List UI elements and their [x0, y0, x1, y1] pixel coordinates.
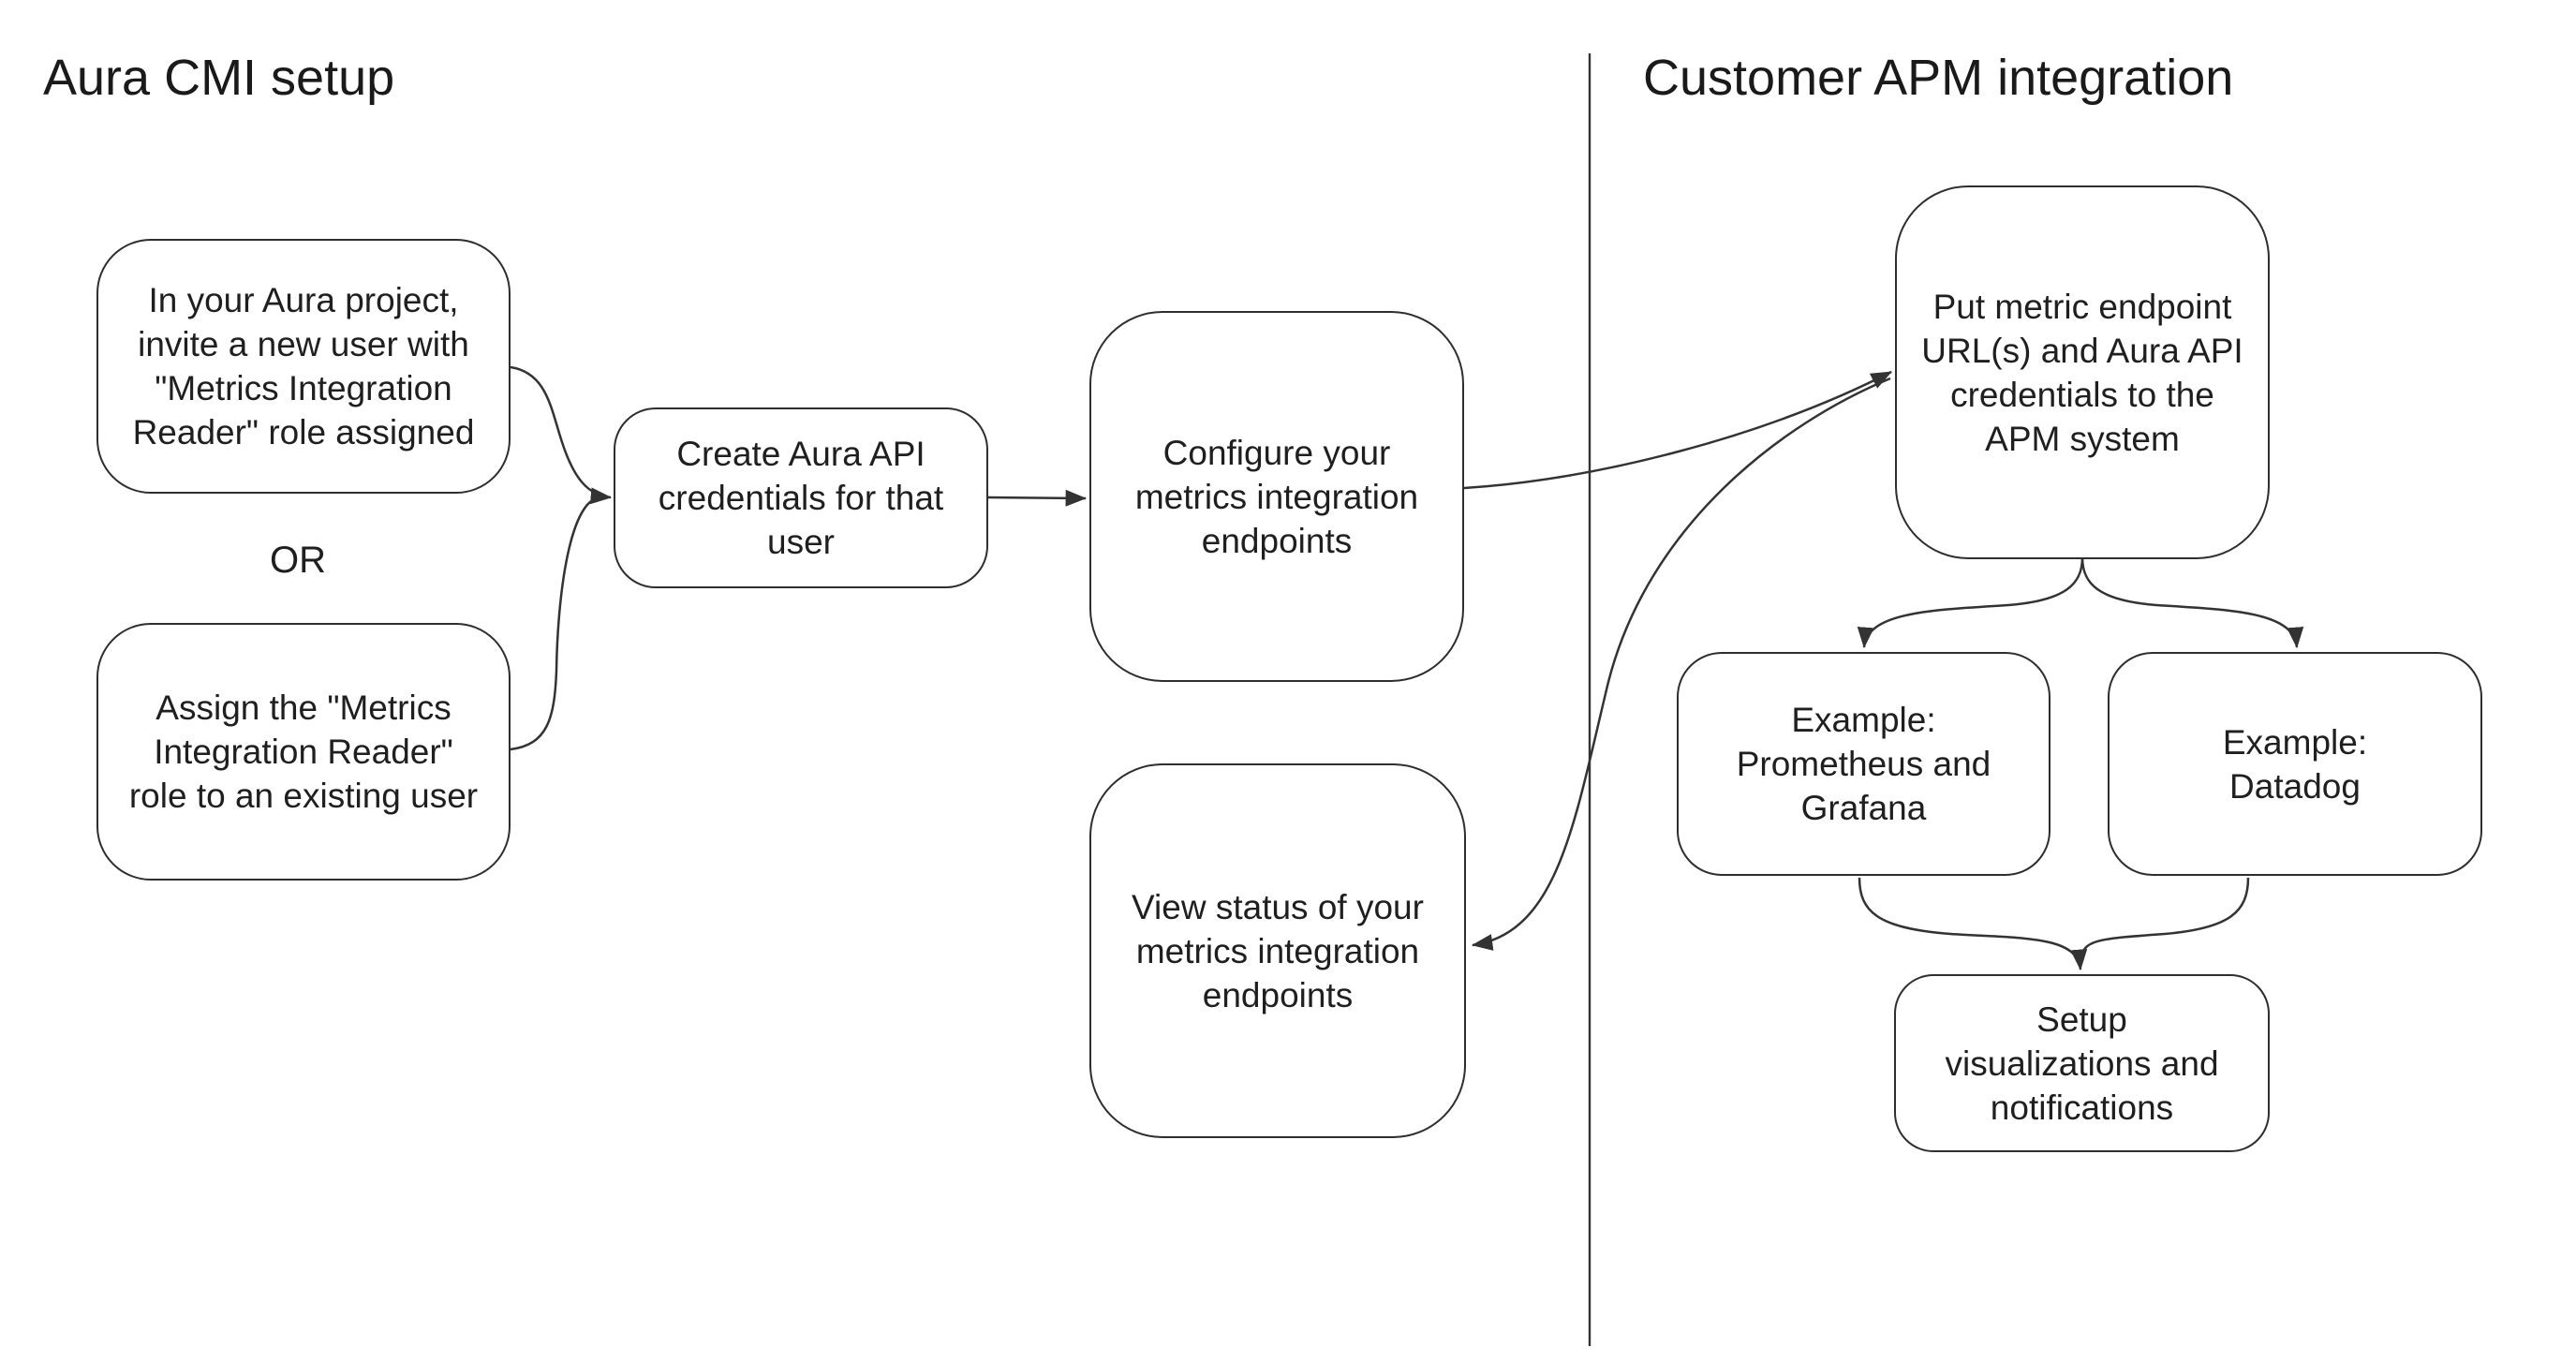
- connector-put-to-view-status: [1471, 377, 1891, 951]
- node-create-credentials-label: Create Aura API credentials for that use…: [658, 435, 944, 561]
- node-setup-visualizations: Setup visualizations and notifications: [1894, 974, 2270, 1152]
- node-setup-visualizations-label: Setup visualizations and notifications: [1945, 999, 2219, 1127]
- connector-configure-to-put: [1463, 370, 1893, 490]
- node-configure-endpoints-label: Configure your metrics integration endpo…: [1134, 433, 1419, 560]
- connector-put-to-datadog: [2080, 556, 2304, 649]
- node-view-status-label: View status of your metrics integration …: [1132, 887, 1424, 1014]
- node-configure-endpoints: Configure your metrics integration endpo…: [1089, 311, 1464, 682]
- node-create-credentials: Create Aura API credentials for that use…: [614, 407, 988, 588]
- node-example-prometheus: Example: Prometheus and Grafana: [1677, 652, 2050, 876]
- connector-create-to-configure: [987, 489, 1088, 507]
- right-section-title: Customer APM integration: [1643, 50, 2234, 106]
- node-assign-existing-user: Assign the "Metrics Integration Reader" …: [96, 623, 511, 881]
- left-section-title: Aura CMI setup: [43, 50, 395, 106]
- connector-invite-to-create: [510, 365, 613, 505]
- node-example-datadog-label: Example: Datadog: [2222, 722, 2368, 806]
- node-invite-new-user: In your Aura project, invite a new user …: [96, 239, 511, 494]
- node-example-datadog: Example: Datadog: [2108, 652, 2482, 876]
- node-assign-existing-user-label: Assign the "Metrics Integration Reader" …: [128, 688, 479, 815]
- connector-put-to-prometheus: [1857, 556, 2084, 649]
- node-example-prometheus-label: Example: Prometheus and Grafana: [1736, 701, 1991, 827]
- connector-prometheus-to-setup: [1858, 877, 2088, 971]
- node-invite-new-user-label: In your Aura project, invite a new user …: [132, 281, 475, 452]
- node-put-to-apm: Put metric endpoint URL(s) and Aura API …: [1895, 185, 2270, 559]
- connector-assign-to-create: [510, 496, 600, 751]
- node-view-status: View status of your metrics integration …: [1089, 763, 1466, 1138]
- connector-datadog-to-setup: [2080, 877, 2250, 956]
- or-label: OR: [270, 540, 326, 581]
- node-put-to-apm-label: Put metric endpoint URL(s) and Aura API …: [1921, 287, 2243, 458]
